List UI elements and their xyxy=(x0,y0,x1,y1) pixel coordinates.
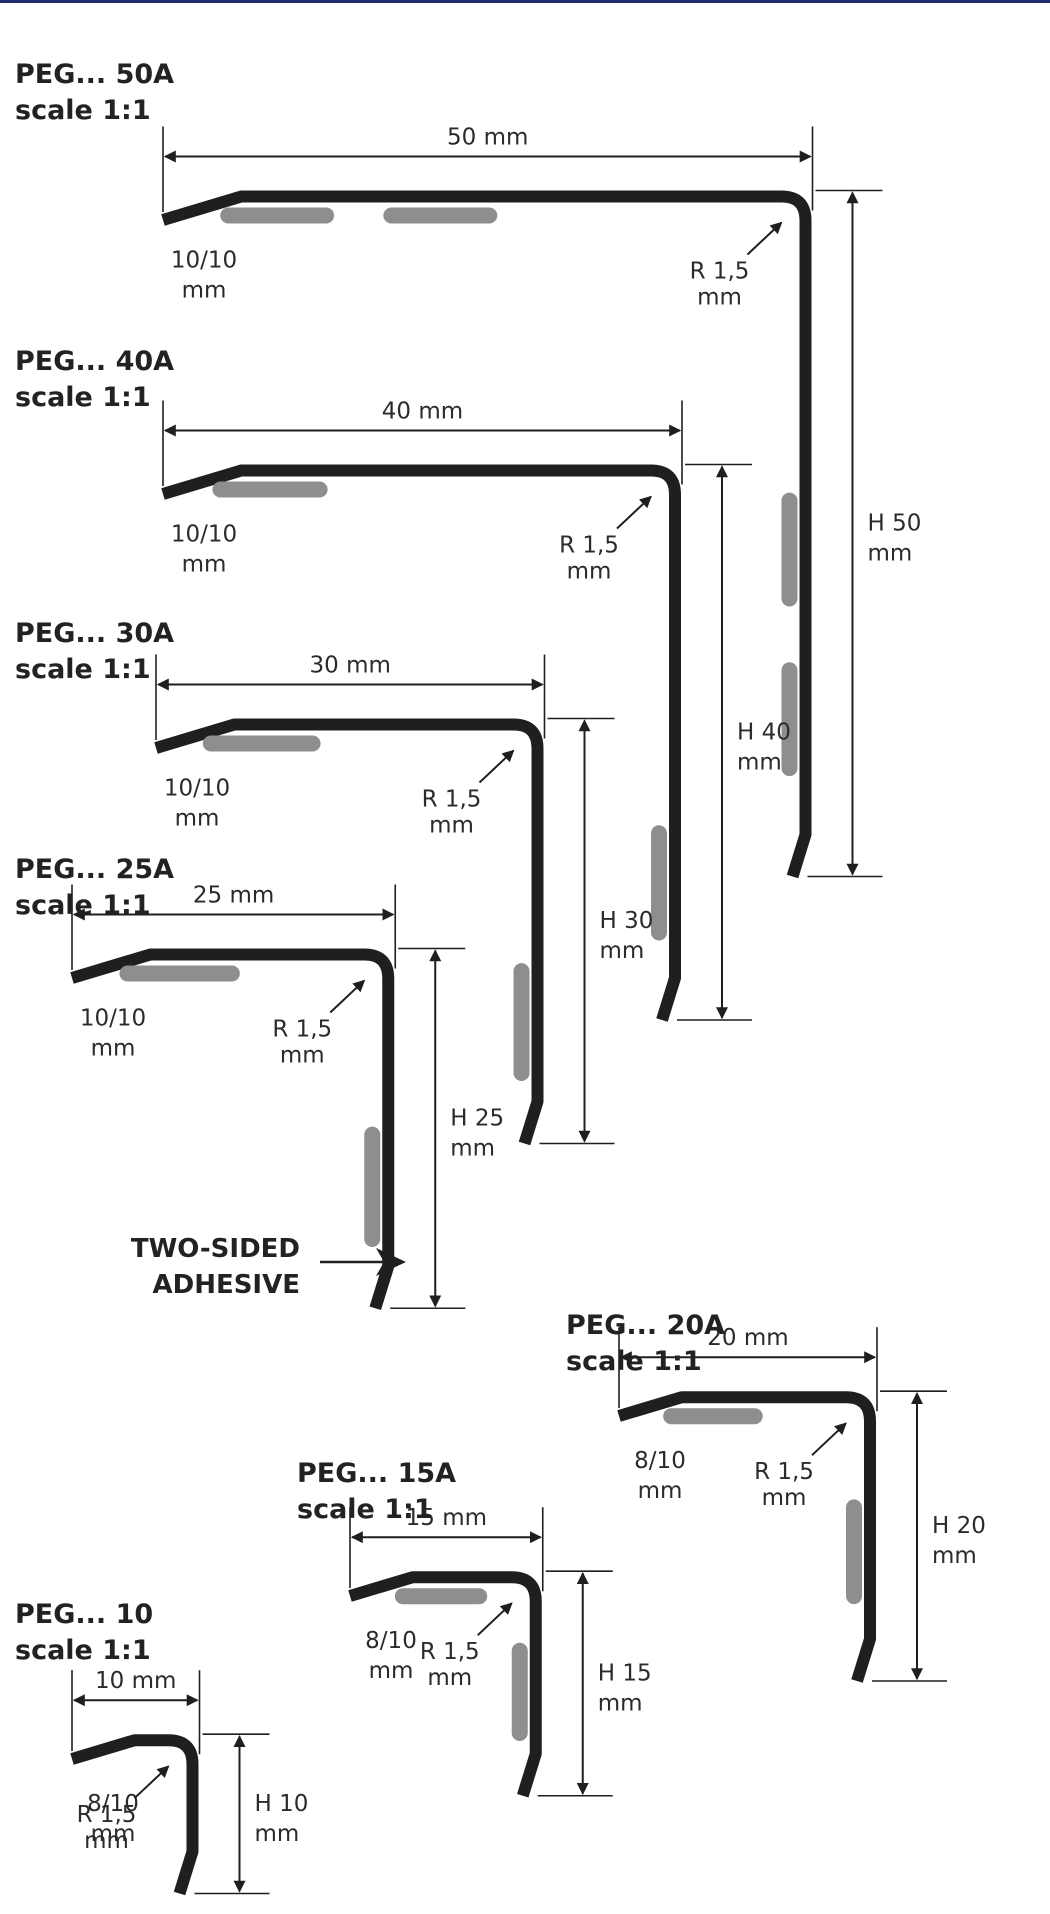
thickness-label: 10/10 xyxy=(164,776,230,802)
radius-label: R 1,5 xyxy=(422,787,482,813)
height-label: H 20 xyxy=(932,1513,986,1539)
adhesive-label-line2: ADHESIVE xyxy=(152,1270,300,1300)
profile-scale: scale 1:1 xyxy=(566,1346,702,1377)
profile-shape xyxy=(348,1571,542,1798)
profile-scale: scale 1:1 xyxy=(15,95,151,126)
radius-label-unit: mm xyxy=(762,1485,807,1511)
radius-arrow xyxy=(477,1602,513,1636)
height-label-unit: mm xyxy=(598,1690,643,1716)
height-label: H 40 xyxy=(737,719,791,745)
radius-arrow xyxy=(616,495,652,530)
thickness-label: 8/10 xyxy=(634,1448,686,1474)
height-label: H 25 xyxy=(450,1105,504,1131)
radius-label-unit: mm xyxy=(567,559,612,585)
radius-label-unit: mm xyxy=(429,813,474,839)
height-label-unit: mm xyxy=(868,541,913,567)
thickness-label: 10/10 xyxy=(171,248,237,274)
width-label: 15 mm xyxy=(406,1505,487,1531)
height-label-unit: mm xyxy=(600,938,645,964)
radius-label: R 1,5 xyxy=(420,1639,480,1665)
profile-scale: scale 1:1 xyxy=(297,1494,433,1525)
radius-arrow xyxy=(133,1765,170,1799)
height-label-unit: mm xyxy=(932,1543,977,1569)
height-label-unit: mm xyxy=(450,1135,495,1161)
width-label: 30 mm xyxy=(310,653,391,679)
thickness-label: 10/10 xyxy=(171,522,237,548)
radius-arrow xyxy=(811,1422,847,1456)
radius-label-unit: mm xyxy=(697,285,742,311)
profile-title: PEG... 50A xyxy=(15,59,174,90)
profile-title: PEG... 20A xyxy=(566,1310,725,1341)
width-label: 20 mm xyxy=(707,1325,788,1351)
thickness-label-unit: mm xyxy=(91,1821,136,1847)
height-label-unit: mm xyxy=(737,749,782,775)
profile-title: PEG... 15A xyxy=(297,1458,456,1489)
profile-shape xyxy=(161,190,812,879)
radius-label: R 1,5 xyxy=(690,259,750,285)
profile-title: PEG... 30A xyxy=(15,618,174,649)
radius-label: R 1,5 xyxy=(559,533,619,559)
thickness-label: 10/10 xyxy=(80,1006,146,1032)
width-label: 50 mm xyxy=(447,125,528,151)
profile-title: PEG... 25A xyxy=(15,854,174,885)
thickness-label-unit: mm xyxy=(182,552,227,578)
radius-arrow xyxy=(329,979,366,1014)
height-label: H 50 xyxy=(868,511,922,537)
profile-shape xyxy=(161,464,681,1022)
radius-label-unit: mm xyxy=(84,1828,129,1854)
profile-scale: scale 1:1 xyxy=(15,654,151,685)
radius-label: R 1,5 xyxy=(77,1802,137,1828)
profile-scale: scale 1:1 xyxy=(15,890,151,921)
thickness-label-unit: mm xyxy=(182,278,227,304)
thickness-label-unit: mm xyxy=(175,806,220,832)
thickness-label-unit: mm xyxy=(638,1478,683,1504)
profile-shape xyxy=(617,1391,876,1683)
profile-shape xyxy=(70,1734,199,1896)
radius-label-unit: mm xyxy=(427,1665,472,1691)
height-label-unit: mm xyxy=(255,1821,300,1847)
width-label: 40 mm xyxy=(382,399,463,425)
profile-shape xyxy=(154,718,544,1146)
width-label: 10 mm xyxy=(95,1668,176,1694)
profile-title: PEG... 40A xyxy=(15,346,174,377)
radius-label-unit: mm xyxy=(280,1043,325,1069)
width-label: 25 mm xyxy=(193,883,274,909)
adhesive-label-line1: TWO-SIDED xyxy=(131,1234,300,1264)
thickness-label: 8/10 xyxy=(87,1791,139,1817)
thickness-label: 8/10 xyxy=(365,1628,417,1654)
thickness-label-unit: mm xyxy=(369,1658,414,1684)
height-label: H 15 xyxy=(598,1660,652,1686)
radius-label: R 1,5 xyxy=(272,1017,332,1043)
thickness-label-unit: mm xyxy=(91,1036,136,1062)
top-accent-rule xyxy=(0,0,1050,3)
profile-title: PEG... 10 xyxy=(15,1599,153,1630)
profile-scale: scale 1:1 xyxy=(15,1635,151,1666)
height-label: H 30 xyxy=(600,908,654,934)
profile-scale: scale 1:1 xyxy=(15,382,151,413)
radius-arrow xyxy=(746,221,783,256)
radius-label: R 1,5 xyxy=(754,1459,814,1485)
adhesive-callout: TWO-SIDED ADHESIVE xyxy=(131,1234,406,1300)
profile-shape xyxy=(70,948,395,1311)
adhesive-arrow-head xyxy=(376,1248,406,1276)
height-label: H 10 xyxy=(255,1791,309,1817)
radius-arrow xyxy=(478,749,515,784)
